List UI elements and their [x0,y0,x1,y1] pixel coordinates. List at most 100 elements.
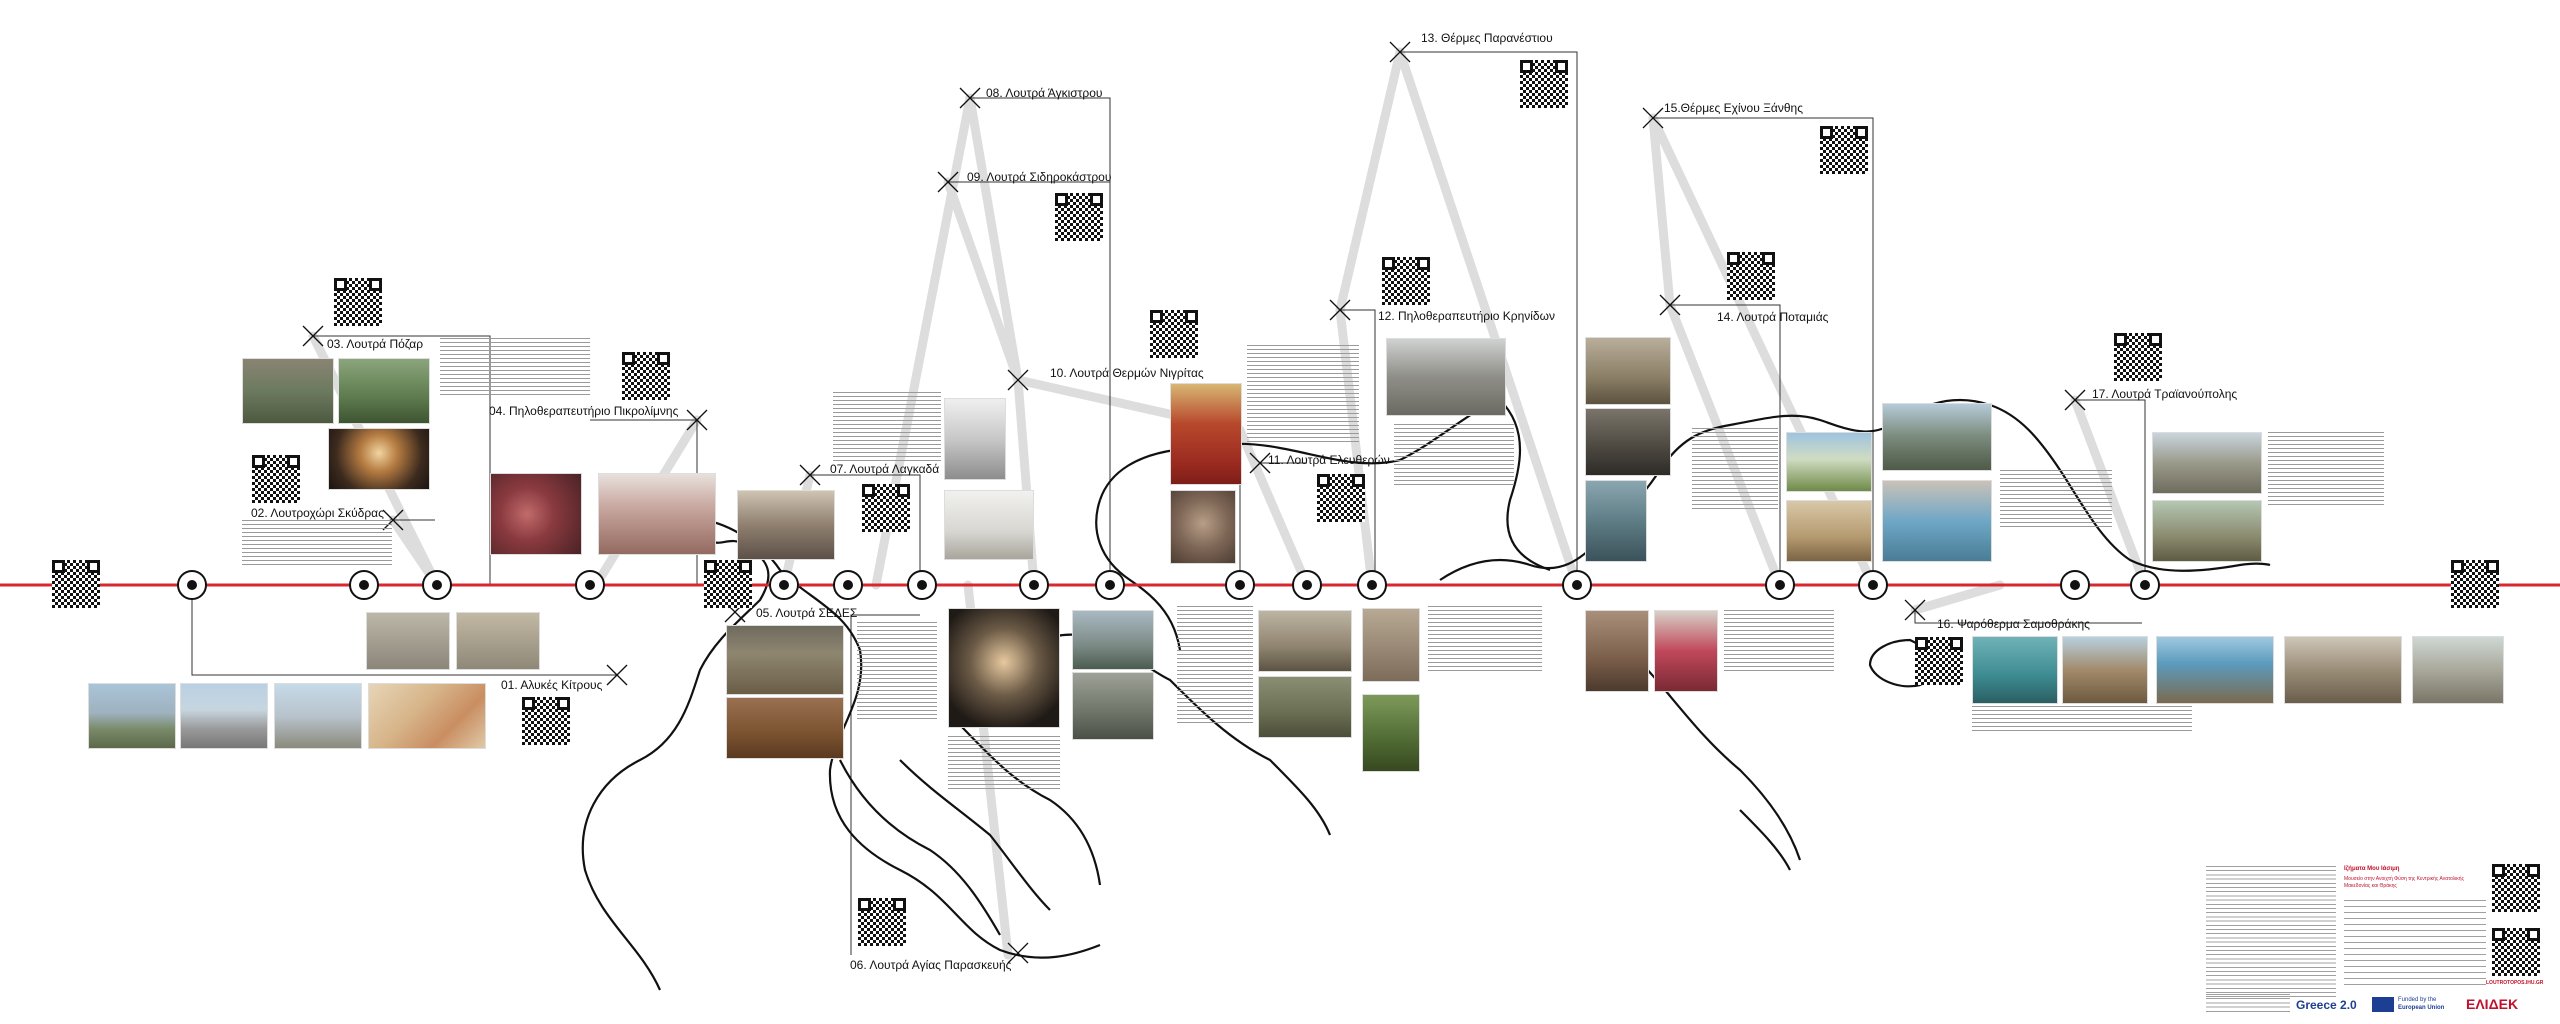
route-node [1019,570,1049,600]
x-marker [1642,107,1664,129]
photo [180,683,268,749]
station-label-07: 07. Λουτρά Λαγκαδά [830,462,940,476]
photo [338,358,430,424]
description-text [440,338,590,398]
station-label-04: 04. Πηλοθεραπευτήριο Πικρολίμνης [489,404,679,418]
greece-2-logo: Greece 2.0 [2296,998,2357,1012]
station-label-03: 03. Λουτρά Πόζαρ [327,337,424,351]
photo [2412,636,2504,704]
description-text [1972,706,2192,734]
station-label-09: 09. Λουτρά Σιδηροκάστρου [967,170,1112,184]
eu-flag-icon [2372,997,2394,1012]
photo [1882,403,1992,471]
x-marker [1389,41,1411,63]
description-text [1247,345,1359,445]
station-label-01: 01. Αλυκές Κίτρους [501,678,603,692]
photo [2152,500,2262,562]
photo [328,428,430,490]
description-text [242,520,392,568]
x-marker [1249,452,1271,474]
photo [1362,694,1420,772]
route-node [769,570,799,600]
photo [726,697,844,759]
qr-code [622,352,670,400]
photo [1258,676,1352,738]
footer-credits-text [2206,866,2336,998]
qr-code [1727,252,1775,300]
photo [1258,610,1352,672]
x-marker [937,171,959,193]
route-node [1357,570,1387,600]
photo [456,612,540,670]
photo [1585,408,1671,476]
route-node [1095,570,1125,600]
route-node [833,570,863,600]
photo [2062,636,2148,704]
qr-code [858,898,906,946]
station-label-16: 16. Ψαρόθερμα Σαμοθράκης [1937,617,2090,631]
route-node [1292,570,1322,600]
x-marker [1904,599,1926,621]
station-label-13: 13. Θέρμες Παρανέστιου [1421,31,1553,45]
photo [1882,480,1992,562]
station-label-17: 17. Λουτρά Τραϊανούπολης [2092,387,2238,401]
photo [948,608,1060,728]
description-text [833,392,941,464]
route-node [2130,570,2160,600]
photo [1072,610,1154,670]
qr-code [1915,637,1963,685]
station-label-02: 02. Λουτροχώρι Σκύδρας [251,506,384,520]
x-marker [959,87,981,109]
photo [1585,480,1647,562]
description-text [1394,424,1514,488]
footer-site: LOUTROTOPOS.IHU.GR [2486,980,2544,986]
x-marker [686,409,708,431]
x-marker [606,664,628,686]
description-text [1428,606,1542,674]
photo [1386,338,1506,416]
route-node [2060,570,2090,600]
photo [1362,608,1420,682]
eu-funded-line1: Funded by the [2398,997,2437,1003]
qr-code [1055,193,1103,241]
route-node [422,570,452,600]
description-text [1692,428,1778,512]
footer-title: Ιζήματα Μου Ιάσιμη [2344,866,2400,872]
qr-code [2451,560,2499,608]
x-marker [2064,389,2086,411]
x-marker [1329,299,1351,321]
photo [598,473,716,555]
elidek-logo: ΕΛΙΔΕΚ [2466,996,2519,1012]
station-label-05: 05. Λουτρά ΣΕΔΕΣ [756,606,858,620]
footer-subtitle: Μουσείο στην Ανοιχτή Φύση της Κεντρικής … [2344,876,2464,889]
photo [1786,500,1872,562]
qr-code [1317,474,1365,522]
x-marker [1007,369,1029,391]
photo [1170,383,1242,485]
footer-funding-text [2206,994,2290,1014]
photo [1654,610,1718,692]
eu-funded-line2: European Union [2398,1005,2445,1011]
route-node [177,570,207,600]
description-text [2000,470,2112,530]
photo [2152,432,2262,494]
photo [366,612,450,670]
station-label-08: 08. Λουτρά Άγκιστρου [986,86,1103,100]
photo [1585,337,1671,405]
x-marker [1659,294,1681,316]
route-node [1858,570,1888,600]
qr-code [2492,928,2540,976]
route-node [575,570,605,600]
qr-code [704,560,752,608]
description-text [1177,606,1253,724]
photo [490,473,582,555]
qr-code [52,560,100,608]
photo [2156,636,2274,704]
description-text [857,622,937,722]
route-node [1225,570,1255,600]
x-markers [302,41,2086,964]
photo [88,683,176,749]
station-label-12: 12. Πηλοθεραπευτήριο Κρηνίδων [1378,309,1555,323]
qr-code [1520,60,1568,108]
